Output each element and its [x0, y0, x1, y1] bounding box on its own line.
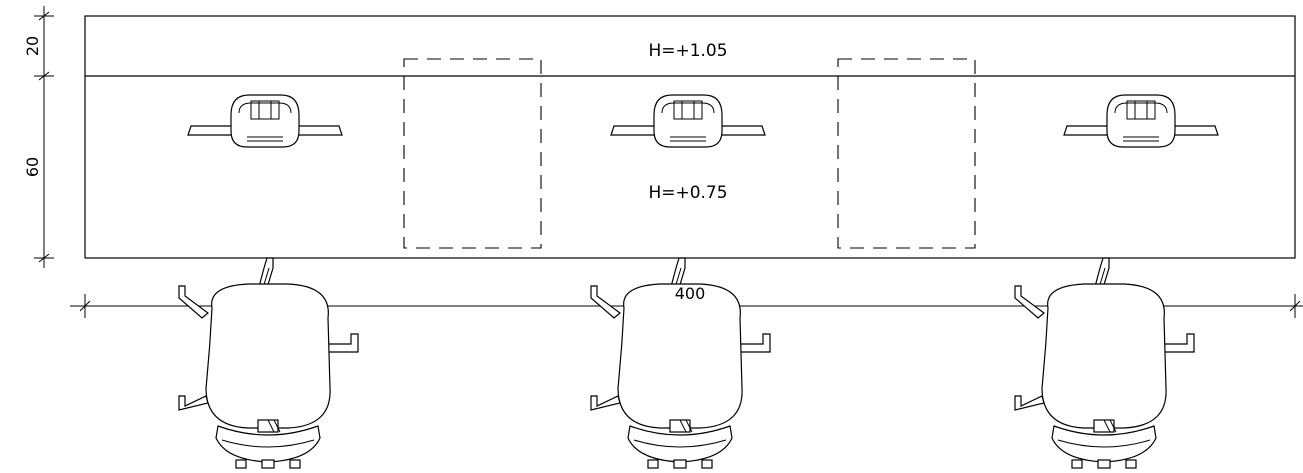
- shelf-depth-label: 20: [23, 36, 42, 56]
- chair-icon: [1014, 257, 1195, 469]
- drawer-unit-2: [837, 58, 976, 249]
- drawer-unit-1: [403, 58, 542, 249]
- vertical-dimension: 20 60: [23, 6, 54, 268]
- monitor-icon: [187, 94, 343, 148]
- total-width-label: 400: [675, 284, 706, 303]
- desk-depth-label: 60: [23, 157, 42, 177]
- desk-outline: [84, 15, 1296, 259]
- monitor-icon: [610, 94, 766, 148]
- monitor-icon: [1063, 94, 1219, 148]
- upper-height-label: H=+1.05: [648, 41, 727, 61]
- chair-icon: [178, 257, 359, 469]
- lower-height-label: H=+0.75: [648, 183, 727, 203]
